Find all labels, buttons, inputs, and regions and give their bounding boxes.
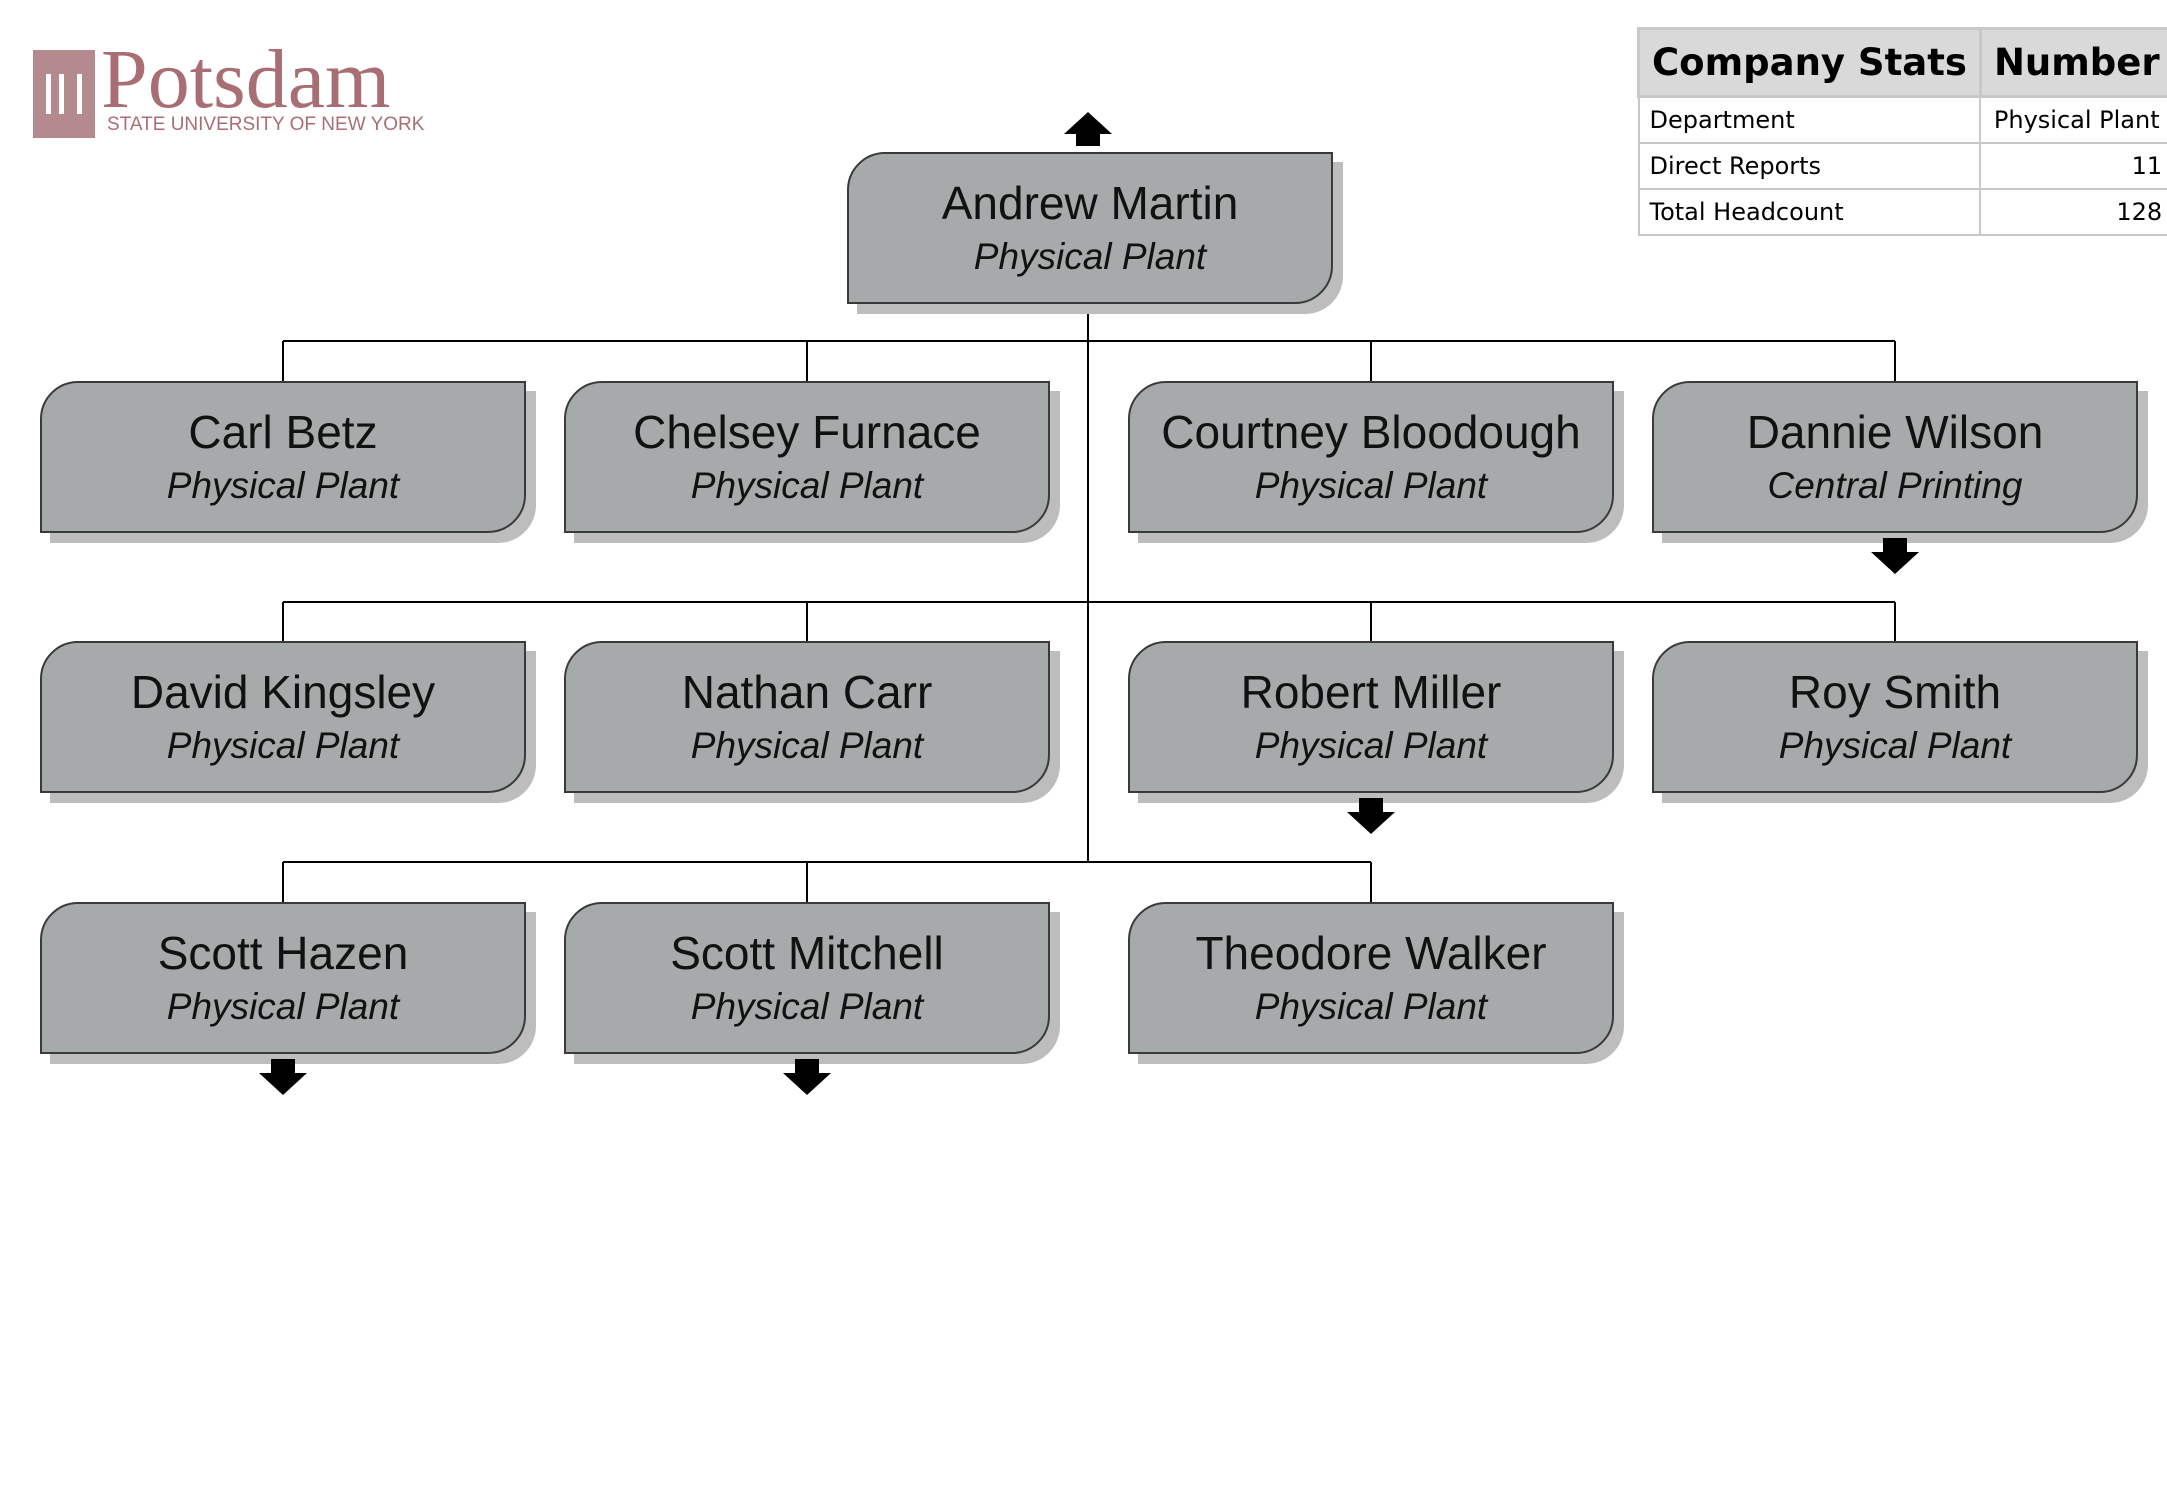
parent-arrow-up-icon[interactable] <box>1064 112 1112 146</box>
node-department: Physical Plant <box>690 465 924 506</box>
node-department: Physical Plant <box>166 465 400 506</box>
stats-value: Physical Plant <box>1979 95 2167 144</box>
node-department: Physical Plant <box>1778 725 2012 766</box>
company-stats-table: Company Stats Number Department Physical… <box>1637 27 2167 236</box>
node-department: Physical Plant <box>1254 986 1488 1027</box>
node-department: Physical Plant <box>690 986 924 1027</box>
stats-header-value: Number <box>1978 27 2167 98</box>
org-node[interactable]: Dannie Wilson Central Printing <box>1652 381 2138 533</box>
node-name: Robert Miller <box>1240 666 1502 718</box>
org-node[interactable]: David Kingsley Physical Plant <box>40 641 526 793</box>
node-name: Theodore Walker <box>1195 927 1547 979</box>
stats-row-direct-reports: Direct Reports 11 <box>1637 142 2167 190</box>
logo-name: Potsdam <box>101 33 391 126</box>
node-name: Scott Hazen <box>157 927 409 979</box>
node-department: Physical Plant <box>166 725 400 766</box>
stats-value: 11 <box>1979 142 2167 190</box>
expand-reports-arrow-down-icon[interactable] <box>1871 538 1919 574</box>
node-department: Physical Plant <box>690 725 924 766</box>
org-node-root[interactable]: Andrew Martin Physical Plant <box>847 152 1333 304</box>
org-node[interactable]: Roy Smith Physical Plant <box>1652 641 2138 793</box>
org-node[interactable]: Robert Miller Physical Plant <box>1128 641 1614 793</box>
expand-reports-arrow-down-icon[interactable] <box>1347 798 1395 834</box>
node-department: Central Printing <box>1767 465 2023 506</box>
stats-label: Department <box>1637 95 1982 144</box>
org-node[interactable]: Chelsey Furnace Physical Plant <box>564 381 1050 533</box>
university-logo: Potsdam STATE UNIVERSITY OF NEW YORK <box>33 38 424 142</box>
org-node[interactable]: Courtney Bloodough Physical Plant <box>1128 381 1614 533</box>
stats-row-total-headcount: Total Headcount 128 <box>1637 188 2167 236</box>
node-name: Roy Smith <box>1788 666 2002 718</box>
stats-label: Direct Reports <box>1637 142 1982 190</box>
org-node[interactable]: Scott Hazen Physical Plant <box>40 902 526 1054</box>
org-node[interactable]: Nathan Carr Physical Plant <box>564 641 1050 793</box>
node-department: Physical Plant <box>166 986 400 1027</box>
node-name: David Kingsley <box>130 666 436 718</box>
stats-header-row: Company Stats Number <box>1637 27 2167 98</box>
node-department: Physical Plant <box>1254 465 1488 506</box>
stats-value: 128 <box>1979 188 2167 236</box>
node-name: Dannie Wilson <box>1746 406 2044 458</box>
org-node[interactable]: Scott Mitchell Physical Plant <box>564 902 1050 1054</box>
stats-label: Total Headcount <box>1637 188 1982 236</box>
node-name: Andrew Martin <box>941 177 1239 229</box>
node-name: Nathan Carr <box>681 666 933 718</box>
org-node[interactable]: Theodore Walker Physical Plant <box>1128 902 1614 1054</box>
node-name: Carl Betz <box>188 406 378 458</box>
stats-row-department: Department Physical Plant <box>1637 95 2167 144</box>
building-icon <box>33 50 95 138</box>
expand-reports-arrow-down-icon[interactable] <box>783 1059 831 1095</box>
org-node[interactable]: Carl Betz Physical Plant <box>40 381 526 533</box>
stats-header-label: Company Stats <box>1637 27 1982 98</box>
node-name: Scott Mitchell <box>670 927 944 979</box>
expand-reports-arrow-down-icon[interactable] <box>259 1059 307 1095</box>
node-department: Physical Plant <box>973 236 1207 277</box>
logo-subtitle: STATE UNIVERSITY OF NEW YORK <box>107 114 425 135</box>
node-department: Physical Plant <box>1254 725 1488 766</box>
node-name: Chelsey Furnace <box>633 406 981 458</box>
node-name: Courtney Bloodough <box>1161 406 1581 458</box>
